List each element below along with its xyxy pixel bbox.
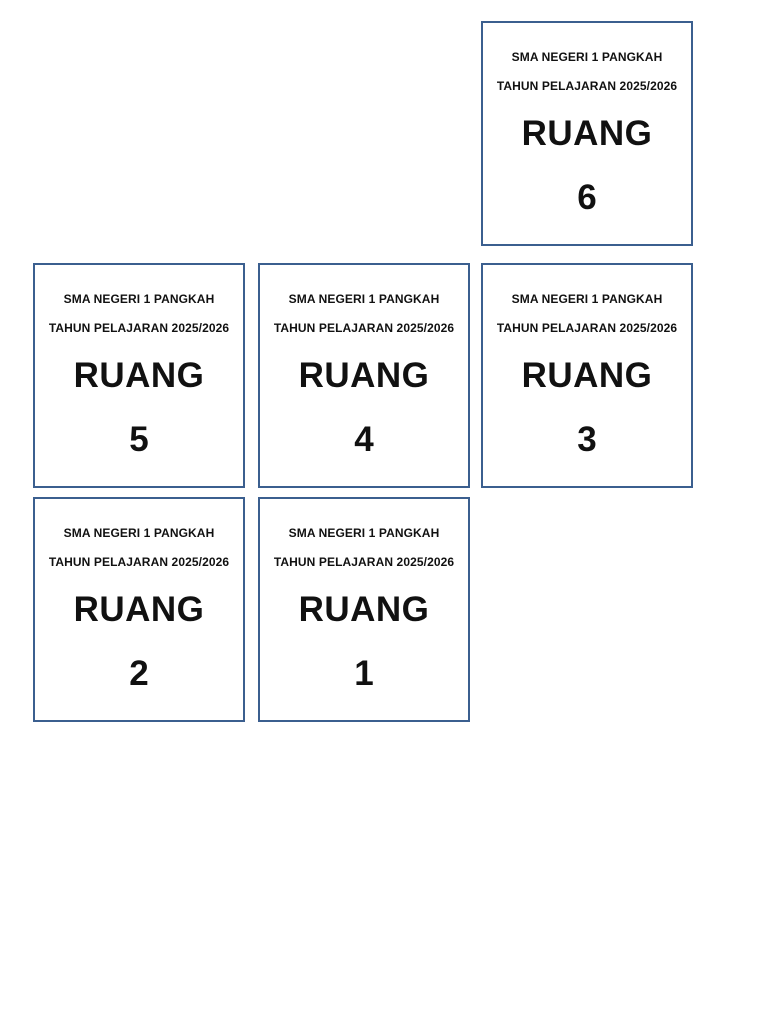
academic-year: TAHUN PELAJARAN 2025/2026 — [273, 321, 455, 335]
room-label: RUANG — [73, 590, 205, 629]
room-label: RUANG — [521, 356, 653, 395]
room-label: RUANG — [298, 356, 430, 395]
room-card-4: SMA NEGERI 1 PANGKAH TAHUN PELAJARAN 202… — [258, 263, 470, 488]
school-name: SMA NEGERI 1 PANGKAH — [63, 292, 215, 306]
room-card-1: SMA NEGERI 1 PANGKAH TAHUN PELAJARAN 202… — [258, 497, 470, 722]
room-number: 2 — [129, 654, 149, 693]
room-label: RUANG — [298, 590, 430, 629]
academic-year: TAHUN PELAJARAN 2025/2026 — [496, 79, 678, 93]
room-number: 3 — [577, 420, 597, 459]
room-label: RUANG — [73, 356, 205, 395]
room-number: 5 — [129, 420, 149, 459]
school-name: SMA NEGERI 1 PANGKAH — [511, 292, 663, 306]
room-number: 6 — [577, 178, 597, 217]
academic-year: TAHUN PELAJARAN 2025/2026 — [273, 555, 455, 569]
room-label: RUANG — [521, 114, 653, 153]
room-card-5: SMA NEGERI 1 PANGKAH TAHUN PELAJARAN 202… — [33, 263, 245, 488]
room-card-3: SMA NEGERI 1 PANGKAH TAHUN PELAJARAN 202… — [481, 263, 693, 488]
school-name: SMA NEGERI 1 PANGKAH — [288, 292, 440, 306]
room-card-2: SMA NEGERI 1 PANGKAH TAHUN PELAJARAN 202… — [33, 497, 245, 722]
school-name: SMA NEGERI 1 PANGKAH — [63, 526, 215, 540]
academic-year: TAHUN PELAJARAN 2025/2026 — [496, 321, 678, 335]
room-card-6: SMA NEGERI 1 PANGKAH TAHUN PELAJARAN 202… — [481, 21, 693, 246]
academic-year: TAHUN PELAJARAN 2025/2026 — [48, 555, 230, 569]
room-number: 1 — [354, 654, 374, 693]
school-name: SMA NEGERI 1 PANGKAH — [511, 50, 663, 64]
room-number: 4 — [354, 420, 374, 459]
school-name: SMA NEGERI 1 PANGKAH — [288, 526, 440, 540]
academic-year: TAHUN PELAJARAN 2025/2026 — [48, 321, 230, 335]
